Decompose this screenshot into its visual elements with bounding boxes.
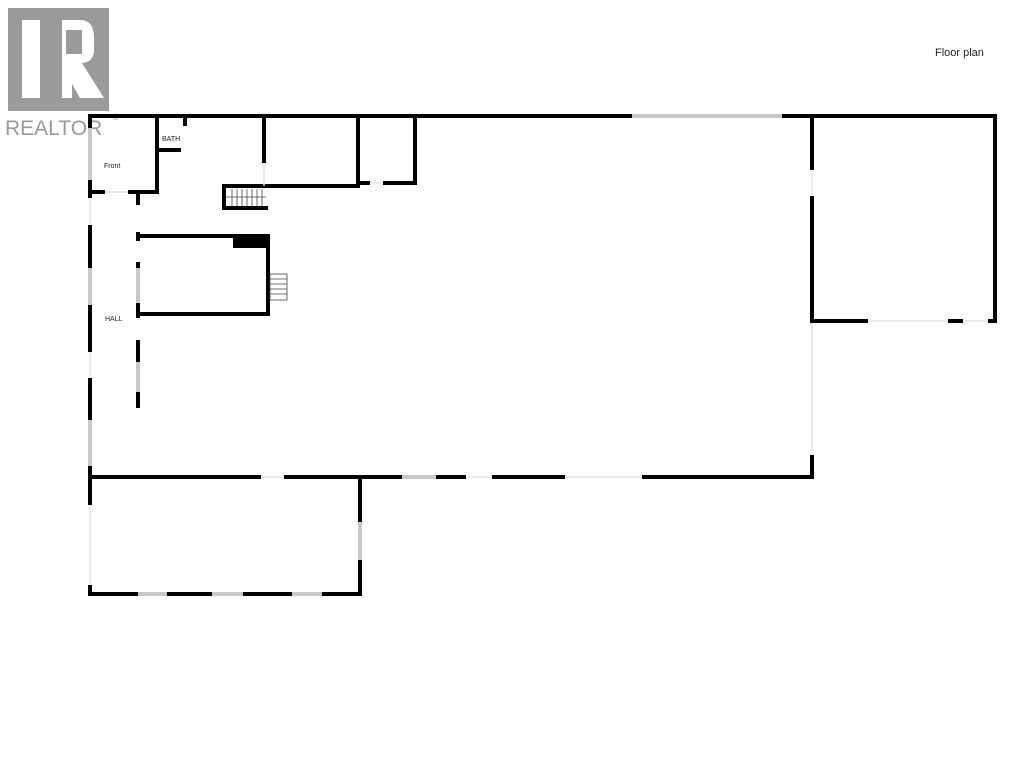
room-label-front: Front	[104, 163, 120, 170]
room-label-hall: HALL	[105, 316, 123, 323]
stairs-small	[269, 273, 288, 301]
room-label-bath: BATH	[162, 136, 180, 143]
interior-walls	[90, 116, 417, 408]
realtor-logo: REALTOR ®	[5, 8, 119, 140]
stairs	[226, 189, 266, 206]
logo-text: REALTOR	[5, 117, 102, 140]
exterior-walls	[88, 114, 997, 596]
page-title: Floor plan	[935, 47, 984, 59]
